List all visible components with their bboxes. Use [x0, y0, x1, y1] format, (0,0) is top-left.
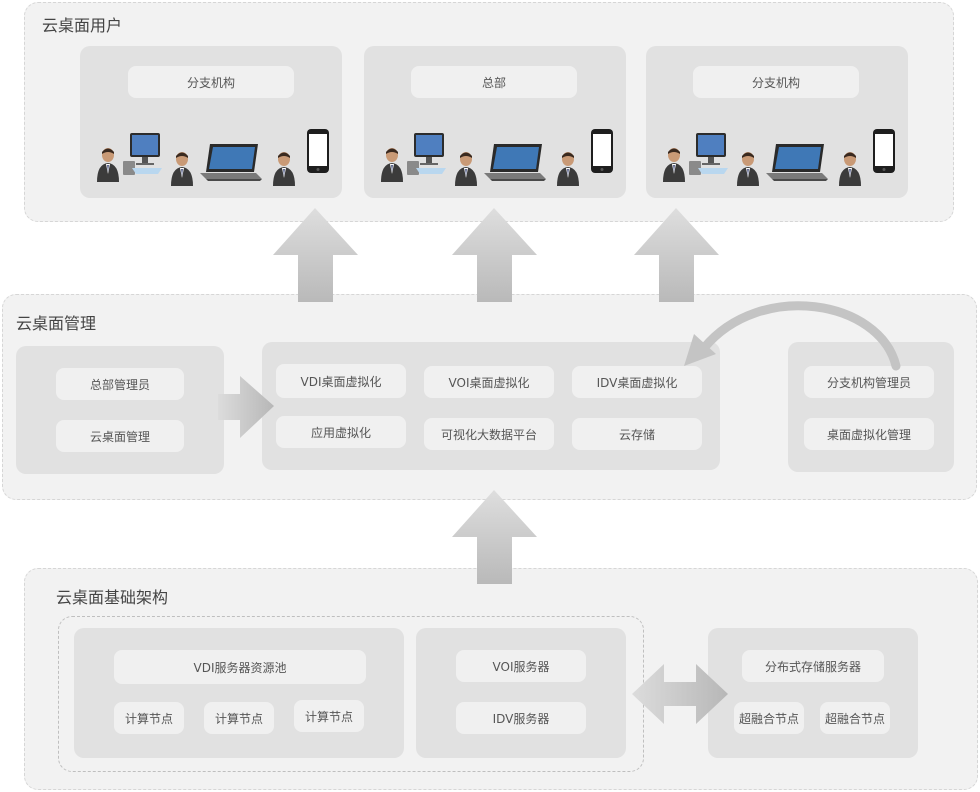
vdi-pool-title: VDI服务器资源池 [114, 650, 366, 684]
smartphone-icon [590, 128, 614, 178]
laptop-icon [764, 142, 830, 186]
user-icon [380, 146, 404, 186]
hq-admin-panel [16, 346, 224, 474]
app-virtualization-label: 应用虚拟化 [276, 416, 406, 448]
device-row-branch-2 [646, 128, 908, 188]
idv-server-label: IDV服务器 [456, 702, 586, 734]
desktop-computer-icon [406, 132, 448, 180]
voi-virtualization-label: VOI桌面虚拟化 [424, 366, 554, 398]
user-group-label-branch-2: 分支机构 [693, 66, 859, 98]
up-arrow-3 [634, 208, 719, 302]
curved-arrow-head [684, 334, 716, 366]
smartphone-icon [306, 128, 330, 178]
voi-server-label: VOI服务器 [456, 650, 586, 682]
compute-node-1: 计算节点 [114, 702, 184, 734]
branch-admin-panel [788, 342, 954, 472]
up-arrow-infra [452, 490, 537, 584]
hyperconverged-node-1: 超融合节点 [734, 702, 804, 734]
vdi-virtualization-label: VDI桌面虚拟化 [276, 364, 406, 398]
idv-virtualization-label: IDV桌面虚拟化 [572, 366, 702, 398]
branch-admin-label: 分支机构管理员 [804, 366, 934, 398]
users-section-title: 云桌面用户 [42, 16, 123, 35]
user-icon [838, 150, 862, 190]
device-row-branch-1 [80, 128, 342, 188]
laptop-icon [482, 142, 548, 186]
user-icon [454, 150, 478, 190]
device-row-hq [364, 128, 626, 188]
storage-title: 分布式存储服务器 [742, 650, 884, 682]
cloud-storage-label: 云存储 [572, 418, 702, 450]
curved-arrow-branch [699, 301, 901, 371]
hq-admin-label: 总部管理员 [56, 368, 184, 400]
user-icon [272, 150, 296, 190]
vdi-pool-panel [74, 628, 404, 758]
desktop-computer-icon [688, 132, 730, 180]
compute-node-3: 计算节点 [294, 700, 364, 732]
user-icon [662, 146, 686, 186]
user-icon [736, 150, 760, 190]
bigdata-platform-label: 可视化大数据平台 [424, 418, 554, 450]
desktop-computer-icon [122, 132, 164, 180]
up-arrow-2 [452, 208, 537, 302]
desktop-virtualization-management-label: 桌面虚拟化管理 [804, 418, 934, 450]
user-group-label-branch-1: 分支机构 [128, 66, 294, 98]
user-group-label-hq: 总部 [411, 66, 577, 98]
cloud-desktop-management-label: 云桌面管理 [56, 420, 184, 452]
up-arrow-1 [273, 208, 358, 302]
hyperconverged-node-2: 超融合节点 [820, 702, 890, 734]
compute-node-2: 计算节点 [204, 702, 274, 734]
user-icon [556, 150, 580, 190]
user-icon [96, 146, 120, 186]
management-section-title: 云桌面管理 [16, 314, 97, 333]
server-panel [416, 628, 626, 758]
infrastructure-section-title: 云桌面基础架构 [56, 588, 169, 607]
storage-panel [708, 628, 918, 758]
right-arrow-admin [218, 376, 274, 438]
double-arrow-storage [632, 664, 728, 724]
user-icon [170, 150, 194, 190]
laptop-icon [198, 142, 264, 186]
smartphone-icon [872, 128, 896, 178]
